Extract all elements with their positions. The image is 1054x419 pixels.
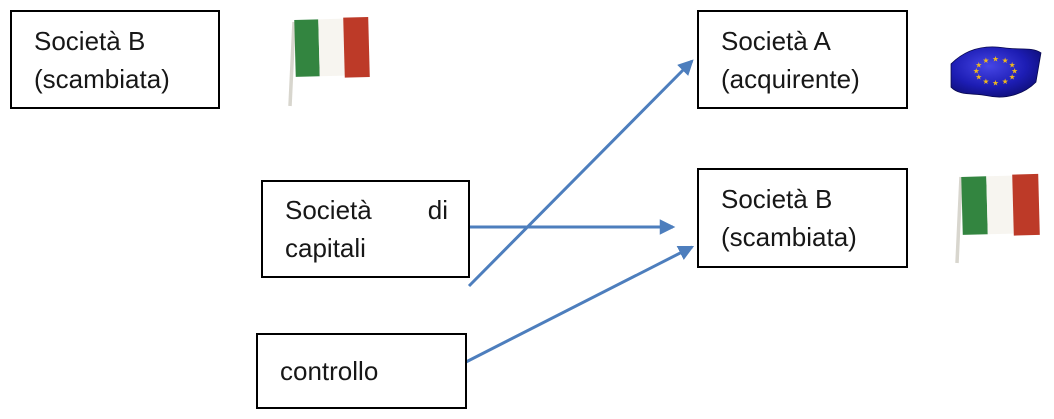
italy-flag-icon	[288, 17, 370, 107]
eu-star-icon: ★	[1002, 56, 1009, 65]
eu-star-icon: ★	[1009, 60, 1016, 69]
italy-white-stripe	[986, 175, 1014, 235]
eu-star-icon: ★	[1009, 73, 1016, 82]
box-text-line2: capitali	[285, 233, 366, 263]
box-text-line1: Società A	[721, 25, 831, 56]
italy-green-stripe	[961, 176, 988, 235]
eu-star-icon: ★	[992, 79, 999, 88]
eu-star-icon: ★	[975, 60, 982, 69]
box-controllo: controllo	[256, 333, 467, 409]
box-societa-di-capitali: Società di capitali	[261, 180, 470, 278]
box-societa-a-acquirente: Società A (acquirente)	[697, 10, 908, 109]
box-text-line2: (scambiata)	[721, 222, 857, 252]
italy-red-stripe	[343, 17, 370, 78]
box-text-line2: (acquirente)	[721, 63, 860, 94]
italy-red-stripe	[1012, 173, 1040, 236]
italy-green-stripe	[294, 19, 320, 77]
word-societa: Società	[285, 195, 372, 225]
box-societa-b-scambiata-top-left: Società B (scambiata)	[10, 10, 220, 109]
arrow-capitali-to-societa-a	[467, 59, 694, 288]
box-text-line1: Società B	[34, 25, 146, 56]
italy-flag-icon	[955, 173, 1040, 264]
box-text-line1: controllo	[280, 356, 379, 386]
eu-flag-field	[950, 46, 1042, 98]
flagpole	[955, 176, 963, 264]
box-societa-b-scambiata-middle: Società B (scambiata)	[697, 168, 908, 268]
eu-star-icon: ★	[992, 54, 999, 63]
arrow-controllo-to-societa-b	[463, 245, 695, 365]
box-text-line2: (scambiata)	[34, 63, 170, 94]
eu-star-icon: ★	[975, 73, 982, 82]
word-di: di	[427, 195, 448, 225]
eu-star-icon: ★	[983, 56, 990, 65]
box-text-line1: Società di	[285, 191, 448, 229]
box-text-line1: Società B	[721, 184, 833, 214]
eu-flag-icon: ★ ★ ★ ★ ★ ★ ★ ★ ★ ★ ★ ★	[950, 46, 1042, 98]
eu-star-icon: ★	[1002, 77, 1009, 86]
flagpole	[288, 21, 296, 107]
eu-star-icon: ★	[983, 77, 990, 86]
eu-star-icon: ★	[1011, 67, 1018, 76]
eu-stars-ring: ★ ★ ★ ★ ★ ★ ★ ★ ★ ★ ★ ★	[973, 54, 1018, 87]
italy-white-stripe	[318, 18, 345, 77]
eu-star-icon: ★	[973, 67, 980, 76]
